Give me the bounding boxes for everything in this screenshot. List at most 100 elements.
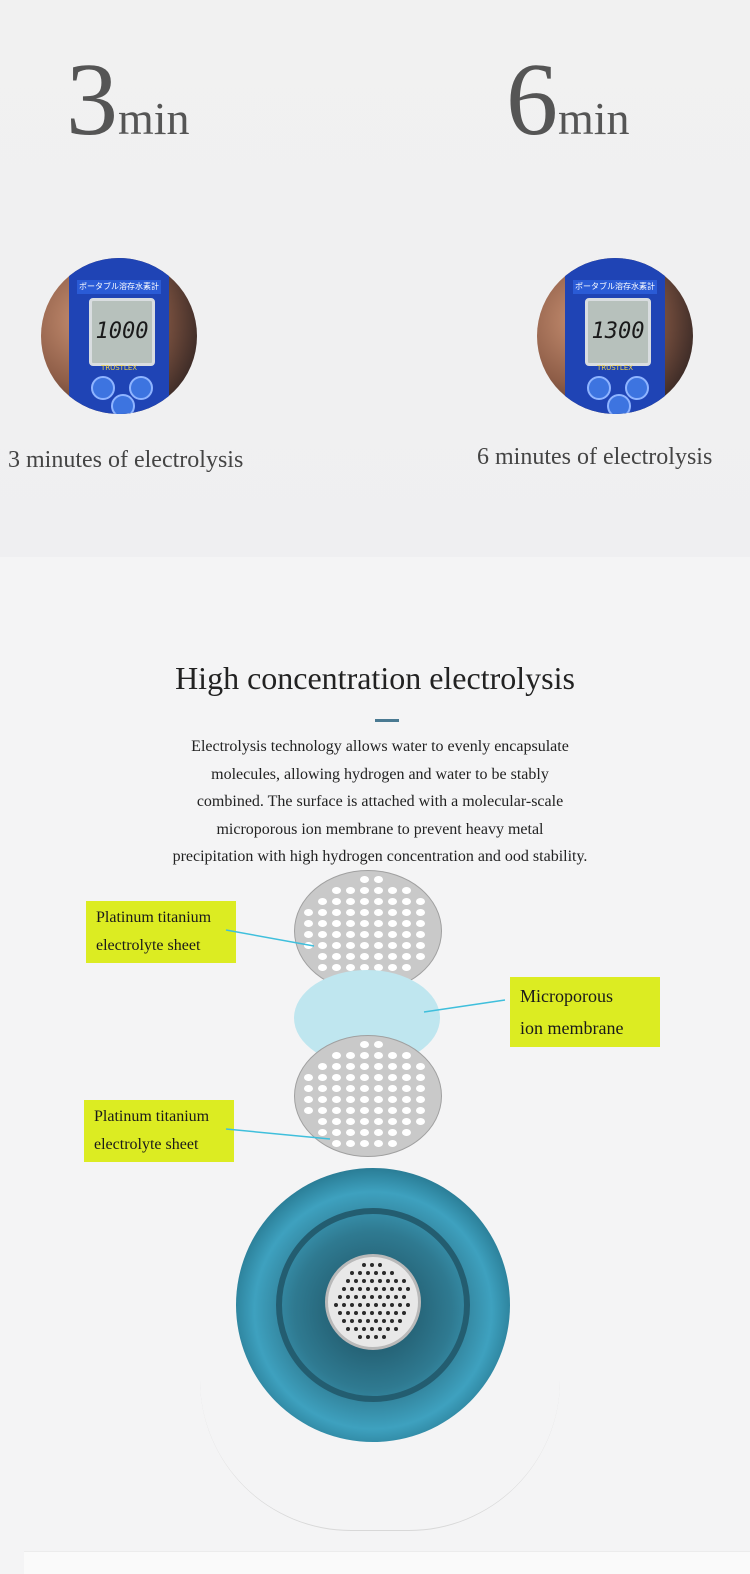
electrode-hole bbox=[374, 1287, 378, 1291]
meter-button bbox=[587, 376, 611, 400]
perforation-hole bbox=[318, 1096, 327, 1103]
perforation-hole bbox=[360, 920, 369, 927]
electrode-hole bbox=[350, 1287, 354, 1291]
electrode-hole bbox=[382, 1287, 386, 1291]
perforation-hole bbox=[346, 1063, 355, 1070]
perforation-hole bbox=[374, 909, 383, 916]
electrode-hole bbox=[354, 1311, 358, 1315]
electrode-hole bbox=[398, 1303, 402, 1307]
perforation-hole bbox=[402, 1129, 411, 1136]
perforation-hole bbox=[360, 1129, 369, 1136]
electrode-hole bbox=[378, 1311, 382, 1315]
electrode-hole bbox=[394, 1327, 398, 1331]
label-line: Platinum titanium bbox=[96, 909, 212, 926]
label-line: electrolyte sheet bbox=[96, 937, 201, 954]
perforation-hole bbox=[304, 1107, 313, 1114]
electrode-hole bbox=[354, 1295, 358, 1299]
electrode-hole bbox=[382, 1335, 386, 1339]
perforation-hole bbox=[360, 898, 369, 905]
perforation-hole bbox=[346, 1107, 355, 1114]
perforation-hole bbox=[374, 942, 383, 949]
electrode-hole bbox=[370, 1311, 374, 1315]
electrode-hole bbox=[366, 1287, 370, 1291]
perforation-hole bbox=[332, 909, 341, 916]
description-line: microporous ion membrane to prevent heav… bbox=[216, 820, 544, 838]
perforation-hole bbox=[332, 942, 341, 949]
electrode-hole bbox=[350, 1319, 354, 1323]
perforation-hole bbox=[346, 1096, 355, 1103]
perforation-hole bbox=[360, 1118, 369, 1125]
perforation-hole bbox=[388, 1052, 397, 1059]
perforation-hole bbox=[318, 920, 327, 927]
perforation-hole bbox=[374, 898, 383, 905]
perforation-hole bbox=[388, 1063, 397, 1070]
perforation-hole bbox=[346, 964, 355, 971]
perforation-hole bbox=[318, 1129, 327, 1136]
electrode-hole bbox=[358, 1271, 362, 1275]
title-divider bbox=[375, 719, 399, 722]
perforation-hole bbox=[374, 920, 383, 927]
electrode-hole bbox=[390, 1303, 394, 1307]
electrode-hole bbox=[370, 1327, 374, 1331]
time-unit: min bbox=[118, 93, 190, 144]
perforation-hole bbox=[332, 1063, 341, 1070]
description-line: molecules, allowing hydrogen and water t… bbox=[211, 765, 549, 783]
perforation-hole bbox=[402, 920, 411, 927]
perforation-hole bbox=[360, 1052, 369, 1059]
perforation-hole bbox=[318, 942, 327, 949]
perforation-hole bbox=[318, 1074, 327, 1081]
perforation-hole bbox=[416, 1118, 425, 1125]
perforation-hole bbox=[388, 1118, 397, 1125]
electrode-hole bbox=[362, 1295, 366, 1299]
perforation-hole bbox=[402, 1096, 411, 1103]
meter-reading: 1000 bbox=[89, 298, 155, 366]
electrode-hole bbox=[374, 1303, 378, 1307]
perforation-hole bbox=[318, 898, 327, 905]
platinum-electrode-core bbox=[325, 1254, 421, 1350]
perforation-hole bbox=[388, 942, 397, 949]
perforation-hole bbox=[388, 953, 397, 960]
perforation-hole bbox=[346, 898, 355, 905]
electrode-hole bbox=[390, 1271, 394, 1275]
time-number: 6 bbox=[506, 42, 558, 157]
perforation-hole bbox=[304, 931, 313, 938]
label-line: Microporous bbox=[520, 986, 613, 1006]
perforation-hole bbox=[360, 1085, 369, 1092]
perforation-hole bbox=[402, 1118, 411, 1125]
perforation-hole bbox=[374, 1107, 383, 1114]
leader-line-membrane bbox=[423, 999, 506, 1013]
perforation-hole bbox=[332, 1096, 341, 1103]
meter-button bbox=[129, 376, 153, 400]
meter-brand: TRUSTLEX bbox=[100, 364, 138, 372]
electrode-hole bbox=[346, 1279, 350, 1283]
electrode-hole bbox=[378, 1279, 382, 1283]
perforation-hole bbox=[304, 909, 313, 916]
electrode-hole bbox=[398, 1287, 402, 1291]
electrode-hole bbox=[382, 1303, 386, 1307]
perforation-hole bbox=[402, 898, 411, 905]
electrode-hole bbox=[402, 1311, 406, 1315]
label-bottom-sheet: Platinum titanium electrolyte sheet bbox=[84, 1100, 234, 1162]
label-line: electrolyte sheet bbox=[94, 1136, 199, 1153]
perforation-hole bbox=[374, 1085, 383, 1092]
meter-header: ポータブル溶存水素計 bbox=[77, 280, 161, 294]
perforation-hole bbox=[416, 1096, 425, 1103]
perforation-hole bbox=[360, 887, 369, 894]
perforation-hole bbox=[402, 887, 411, 894]
perforation-hole bbox=[374, 1041, 383, 1048]
electrode-hole bbox=[334, 1303, 338, 1307]
timing-comparison-section: 3min 6min ポータブル溶存水素計 1000 TRUSTLEX ポータブル… bbox=[0, 0, 750, 557]
electrode-hole bbox=[342, 1287, 346, 1291]
electrode-hole bbox=[378, 1295, 382, 1299]
perforation-hole bbox=[332, 1118, 341, 1125]
leader-line-top bbox=[225, 929, 315, 947]
perforation-hole bbox=[360, 953, 369, 960]
electrode-hole bbox=[362, 1263, 366, 1267]
electrode-hole bbox=[354, 1327, 358, 1331]
perforation-hole bbox=[318, 1085, 327, 1092]
label-membrane: Microporous ion membrane bbox=[510, 977, 660, 1047]
perforation-hole bbox=[346, 1118, 355, 1125]
electrode-hole bbox=[374, 1271, 378, 1275]
perforation-hole bbox=[374, 876, 383, 883]
electrode-hole bbox=[362, 1311, 366, 1315]
